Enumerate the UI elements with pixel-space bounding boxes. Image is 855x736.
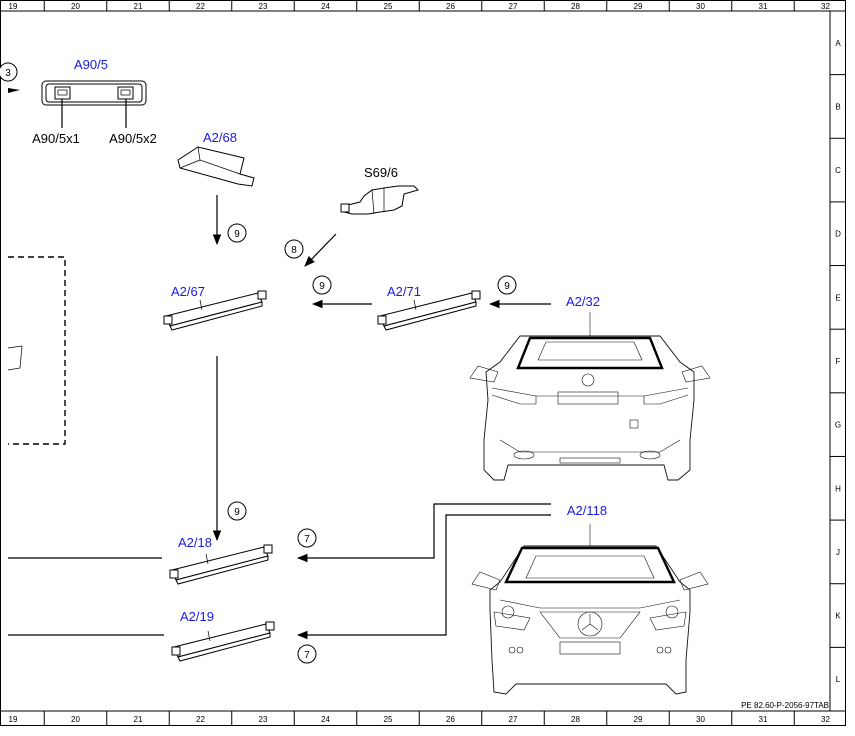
arrow-a2-118-to-a2-19 (296, 514, 551, 640)
label-a2-32: A2/32 (566, 294, 600, 309)
row-label: G (835, 421, 841, 430)
row-label: K (835, 612, 841, 621)
label-a2-19: A2/19 (180, 609, 214, 624)
label-a2-118: A2/118 (567, 503, 607, 518)
column-label-bottom: 29 (634, 715, 643, 724)
column-label-top: 22 (196, 2, 205, 11)
svg-text:7: 7 (304, 534, 310, 545)
badge-9-lower: 9 (227, 501, 247, 521)
row-label: A (835, 39, 841, 48)
column-label-top: 23 (259, 2, 268, 11)
a2-19-amplifier (171, 621, 275, 662)
s69-6-sensor (340, 185, 419, 215)
column-label-bottom: 25 (384, 715, 393, 724)
column-label-bottom: 26 (446, 715, 455, 724)
column-label-bottom: 19 (9, 715, 18, 724)
ref-circle-text: 3 (5, 68, 11, 79)
car-front-view (471, 524, 709, 695)
column-labels-top: 19 20 21 22 23 24 25 26 27 28 29 30 31 32 (9, 0, 830, 726)
column-label-bottom: 20 (71, 715, 80, 724)
column-label-top: 25 (384, 2, 393, 11)
label-a2-67: A2/67 (171, 284, 205, 299)
column-label-top: 28 (571, 2, 580, 11)
badge-9-middle: 9 (312, 275, 332, 295)
column-label-bottom: 31 (759, 715, 768, 724)
arrow-a2-118-to-a2-18 (296, 503, 551, 563)
row-label: L (836, 675, 841, 684)
badge-7-bottom: 7 (297, 644, 317, 664)
label-a2-71: A2/71 (387, 284, 421, 299)
row-label: B (835, 102, 840, 111)
row-label: F (836, 357, 841, 366)
car-rear-view (469, 312, 711, 481)
column-label-bottom: 22 (196, 715, 205, 724)
svg-text:7: 7 (304, 650, 310, 661)
a2-68-module (177, 146, 255, 187)
column-label-bottom: 23 (259, 715, 268, 724)
dashed-enclosure (7, 256, 66, 445)
label-a2-18: A2/18 (178, 535, 212, 550)
row-label: H (835, 484, 841, 493)
document-reference: PE 82.60-P-2056-97TAB (741, 701, 829, 710)
column-label-top: 26 (446, 2, 455, 11)
column-label-bottom: 27 (509, 715, 518, 724)
column-label-top: 24 (321, 2, 330, 11)
arrow-s69-6-to-a2-67 (304, 233, 337, 267)
svg-text:9: 9 (234, 229, 240, 240)
a2-71-amplifier (377, 290, 481, 331)
label-s69-6: S69/6 (364, 165, 398, 180)
column-label-bottom: 30 (696, 715, 705, 724)
label-a90-5: A90/5 (74, 57, 108, 72)
label-a90-5x1: A90/5x1 (32, 131, 80, 146)
drawing-frame (0, 0, 846, 726)
column-labels-bottom: 19 20 21 22 23 24 25 26 27 28 29 30 31 32 (9, 715, 831, 724)
a2-18-amplifier (169, 544, 273, 585)
row-label: J (836, 548, 840, 557)
row-label: D (835, 230, 841, 239)
svg-text:8: 8 (291, 245, 297, 256)
row-labels: A B C D E F G H J K L (830, 39, 846, 684)
a2-67-amplifier (163, 290, 267, 331)
svg-text:9: 9 (504, 281, 510, 292)
column-label-bottom: 21 (134, 715, 143, 724)
column-label-top: 20 (71, 2, 80, 11)
column-label-top: 32 (821, 2, 830, 11)
ref-circle-3: 3 (0, 62, 20, 93)
column-label-top: 21 (134, 2, 143, 11)
label-a90-5x2: A90/5x2 (109, 131, 157, 146)
a90-5-unit (41, 80, 147, 128)
label-a2-68: A2/68 (203, 130, 237, 145)
column-label-top: 31 (759, 2, 768, 11)
column-label-top: 30 (696, 2, 705, 11)
column-label-top: 19 (9, 2, 18, 11)
svg-text:9: 9 (234, 507, 240, 518)
column-label-top: 27 (509, 2, 518, 11)
column-label-bottom: 24 (321, 715, 330, 724)
row-label: C (835, 166, 841, 175)
svg-text:9: 9 (319, 281, 325, 292)
column-label-bottom: 28 (571, 715, 580, 724)
badge-9-right: 9 (497, 275, 517, 295)
badge-9-top: 9 (227, 223, 247, 243)
column-label-top: 29 (634, 2, 643, 11)
column-label-bottom: 32 (821, 715, 830, 724)
badge-8: 8 (284, 239, 304, 259)
row-label: E (835, 293, 840, 302)
badge-7-top: 7 (297, 528, 317, 548)
